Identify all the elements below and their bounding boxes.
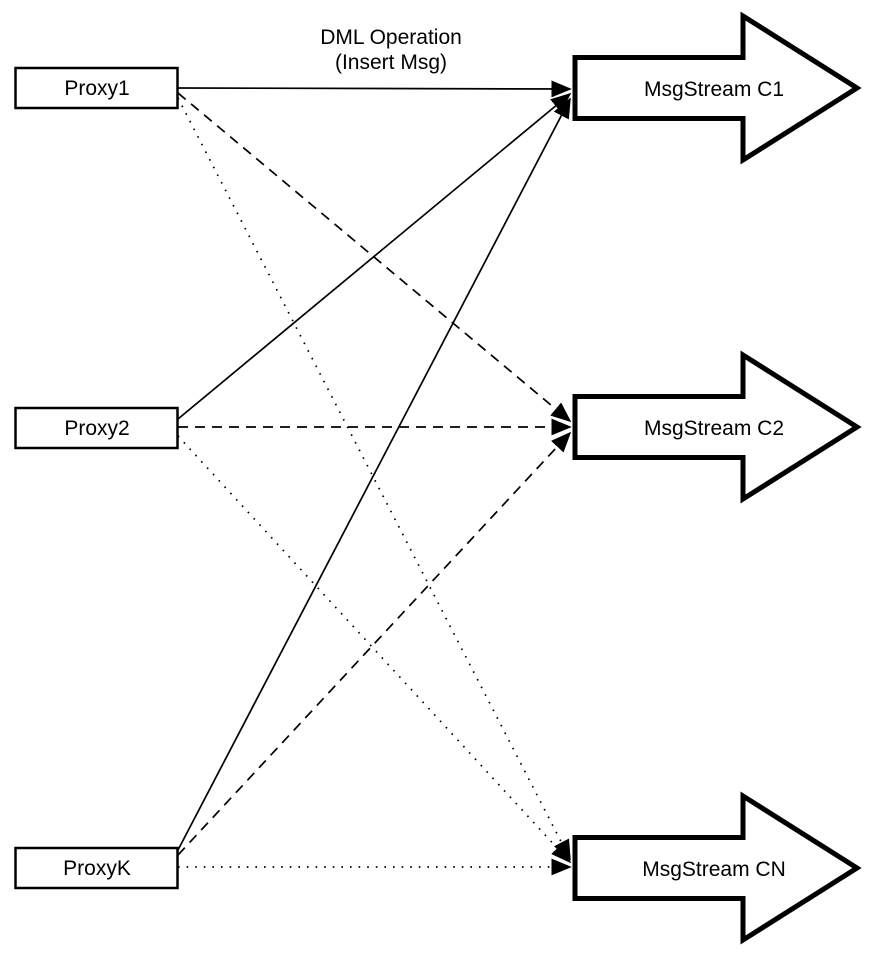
proxy1-node: Proxy1	[14, 66, 179, 110]
edge-proxyk-to-c2-dashed	[177, 431, 572, 856]
msgstream-cn-node: MsgStream CN	[572, 791, 862, 945]
msgstream-c2-node: MsgStream C2	[572, 350, 862, 504]
edge-proxy1-to-c1-solid	[177, 80, 572, 98]
edge-proxy1-to-c2-dashed	[177, 92, 572, 423]
proxyk-label: ProxyK	[63, 857, 131, 880]
edge-proxyk-to-c1-solid	[177, 97, 571, 851]
proxy2-box	[14, 406, 179, 450]
diagram-title-line1: DML Operation	[320, 26, 462, 49]
msgstream-cn-arrow	[572, 791, 862, 945]
edge-proxy2-to-cn-dotted	[177, 435, 572, 864]
proxy2-node: Proxy2	[14, 406, 179, 450]
proxy2-label: Proxy2	[64, 417, 129, 440]
msgstream-c1-arrow	[572, 11, 862, 165]
msgstream-c2-arrow	[572, 350, 862, 504]
proxy1-box	[14, 66, 179, 110]
msgstream-c1-node: MsgStream C1	[572, 11, 862, 165]
msgstream-cn-label: MsgStream CN	[642, 858, 786, 881]
proxy1-label: Proxy1	[64, 77, 129, 100]
proxyk-box	[14, 846, 179, 890]
diagram-title-line2: (Insert Msg)	[335, 51, 447, 74]
msgstream-c1-label: MsgStream C1	[644, 78, 784, 101]
proxyk-node: ProxyK	[14, 846, 179, 890]
msgstream-c2-label: MsgStream C2	[644, 417, 784, 440]
